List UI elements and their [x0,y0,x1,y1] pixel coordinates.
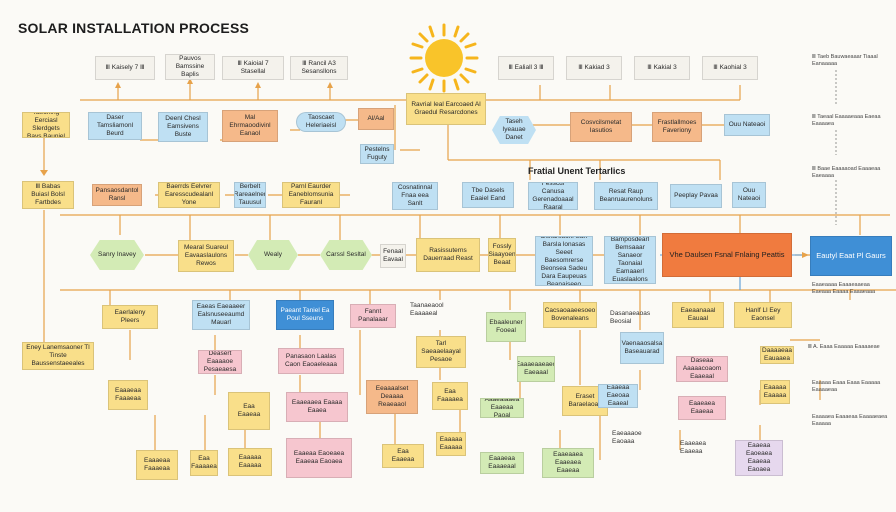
yellow-low-1: Tarl Saeaaelaayal Pesaoe [416,336,466,368]
top-step-6: Ⅲ Kakiad 3 [566,56,622,80]
left-col-1: Eaerlaleny Pleers [102,305,158,329]
section-heading: Fratial Unent Tertarlics [528,166,626,176]
bottom-text-2: Eaeaaaoe Eaoaaa [612,430,642,446]
row5-yellow-2: Eaeaanaaal Eauaal [672,302,724,328]
mid-blue-small: Pestelns Fuguty [360,144,394,164]
side-note-2: Ⅲ Taeaal Eaaaaeaaa Eaeaa Eaaaaea [812,114,881,128]
bottom-green-2: Eaaeaaea Eaaeaea Eaaeaa [542,448,594,478]
pink-low-1: Eas Daa Deasert Eaaaaoe Pesaeaesa Baeeal [198,350,242,374]
top-step-1: Ⅲ Kaisely 7 Ⅲ [95,56,155,80]
orange-big-node: Vhe Daulsen Fsnal Fnlaing Peattis [662,233,792,277]
pink-low-5: Eaaeaea Eaaeaa [678,396,726,420]
top-step-4: Ⅲ Rancil A3 Sesansllons [290,56,348,80]
bottom-yellow-5: Eaaaaa Eaaaaa [436,432,466,456]
yellow-low-3: Daaaaeaa Eauaaea [760,346,794,364]
pink-low-2: Panasaon Laalas Caon Eaoaeleaaa [278,348,344,374]
y-bottom-2: Eaa Faaaaea [432,382,468,410]
bottom-blue-1: Eaaeaa Eaeoaa Eaaeal [598,384,638,408]
mid-blue-3: Paeant Taniel Ea Poul Sseuns [276,300,334,330]
mid-row-step-2: Baerrds Eelvrer Earesscudealanl Yone [158,182,220,208]
y-bottom-4: Eaa Eaaeaa [228,392,270,430]
mid-row-step-3: Berbelt Rareaelner Tauusul [234,182,266,208]
row3-step-1: Cosnatinnal Fnaa eea Sanlt [392,182,438,210]
green-low-1: Eaaaeaaeaeo Eaeaaal [517,356,555,382]
top-step-7: Ⅲ Kakial 3 [634,56,690,80]
bottom-yellow-4: Eaa Eaaeaa [382,444,424,468]
pink-low-4: Eaaeaaea Eaaaa Eaaea [286,392,348,422]
y-bottom-3: Eaaaaa Eaaaaa [760,380,790,404]
yellow-low-2: Eraset Baraelaoas [562,386,608,416]
hex-row-1: Sanry Inavey [90,240,144,270]
pink-small-node: Fenaal Eavaal [380,244,406,268]
text-column-2: Dasanaeaoas Beosial [610,310,651,326]
blue-wide-node: Dsnarsuonl Sarl Barsla lonasas Seeet Bae… [535,236,593,286]
row5-green-1: Ebaaleuner Fooeal [486,312,526,342]
diagram-title: SOLAR INSTALLATION PROCESS [18,20,250,36]
bottom-pink-1: Eaaeaa Eaoeaea Eaaeaa Eaoaea [286,438,352,478]
pink-node-2: Fannt Panalaaar [350,304,396,328]
side-note-6: Eaaaaa Eaaa Eaaa Eaaaaa Eaaaaeaa [812,380,881,394]
bottom-yellow-3: Eaaaaa Eaaaaa [228,448,272,476]
hex-row-3: Carssl Sesltal [320,240,372,270]
row5-yellow-3: Hanlf Ll Eey Eaonsel [734,302,792,328]
right-step-3: Ouu Nateaoi [724,114,770,136]
center-hub: Ravrial Ieal Earcoaed Al Graedul Resarcd… [406,93,486,125]
top-step-2: Pauvos Bamssine Baplis [165,54,215,80]
left-step-3: Deenl Chesl Eamsivens Buste [158,112,208,142]
side-note-7: Eaaaaea Eaaaeaa Eaaaaeaea Eaaaaa [812,414,888,428]
row3-step-5: Peeplay Pavaa [670,184,722,208]
orange-low-node: Eeaaaalset Deaaaa Reaeaaol [366,380,418,414]
row5-yellow-1: Cacsaoaaeesoeo Bovenaleans [543,302,597,328]
mid-blue-2: Eaeas Eaeaaeer Ealsnuseeaumd Mauarl [192,300,250,330]
green-low-2: Aaaealaaea Eaaeaa Paoal [480,398,524,418]
pink-low-3: Daseaa Aaaaacoaom Eaaeaal [676,356,728,382]
text-column-1: Taanaeaool Eaaaaeal [410,302,444,318]
mid-row-step-1: Pansaosdantol Ransl [92,184,142,206]
hex-top-node: Taseh Iyeauae Danet [492,116,536,144]
row3-step-2: Tbe Dasels Eaaiel Eand [462,182,514,208]
bottom-lavender: Eaaeaa Eaoeaea Eaaeaa Eaoaea [735,440,783,476]
left-col-2: Eney Lanemsaoner Tl Tinste Baussenstaeea… [22,342,94,370]
far-left-yellow: Ⅲ Babas Buiasl Bolsl Fartbdes [22,181,74,209]
blue-pill-node: Taoscaet Heleriaeisl [296,112,346,132]
yellow-row-1: Mearal Suareul Eavaaslaulons Rewos [178,240,234,272]
y-bottom-1: Eaaaeaa Faaaeaa [108,380,148,410]
row3-step-6: Ouu Nateaoi [732,182,766,208]
side-note-1: Ⅲ Taeb Bauwaeaaar Tiaaal Eanaaaaa [812,54,878,68]
yellow-row-2: Rasissuterns Dauerraad Reast [416,238,480,272]
bottom-yellow-2: Eaa Faaaaea [190,450,218,476]
yellow-row-3: Fossly Siaayoen Beaat [488,238,516,272]
left-step-2: Daser Tamsliamonl Beurd [88,112,142,140]
mid-row-step-4: Parnl Eaurder Eaneblomsunia Fauranl [282,182,340,208]
top-step-5: Ⅲ Ealiall 3 Ⅲ [498,56,554,80]
side-note-4: Eaaeaaaa Eaaaeaaeaa Eaeaaa Eaaaa Eaaaeaa… [812,282,876,296]
side-note-5: Ⅲ A. Eaaa Eaaaaa Eaaaaeae [808,344,880,350]
bottom-green-1: Eaaaeaa Eaaaeaal [480,452,524,474]
row5-blue-1: Vaenaaosalsa Baseauarad [620,332,664,364]
top-step-3: Ⅲ Kaioial 7 Stasellal [222,56,284,80]
row3-step-3: Fesscul Canusa Gerenadoaaal Raaral [528,182,578,210]
right-step-1: Cosvcilsmetat Iasutios [570,112,632,142]
left-arrow-node: Al/Aal [358,108,394,130]
right-blue-bold-node: Eautyl Eaat Pl Gaurs [810,236,892,276]
left-step-4: Mal Ehrmaoodivinl Eanaol [222,110,278,142]
left-step-1: Taeoning Eerciasl Slerdgets Bavs Bauniel [22,112,70,138]
blue-wide-node-2: Bamposdearl Bemsaaar Sanaeor Taonaial Ea… [604,236,656,284]
bottom-yellow-1: Eaaaeaa Faaaeaa [136,450,178,480]
sun-icon [409,23,479,93]
top-step-8: Ⅲ Kaohial 3 [702,56,758,80]
side-note-3: Ⅲ Baae Eaaaaoad Eaaaeaa Eaeaaaa [812,166,881,180]
bottom-text-1: Eaaeaea Eaaeaa [680,440,707,456]
hex-row-2: Wealy [248,240,298,270]
row3-step-4: Resat Raup Beanruaurenoluns [594,182,658,210]
right-step-2: Frastlallmoes Faveriony [652,112,702,142]
